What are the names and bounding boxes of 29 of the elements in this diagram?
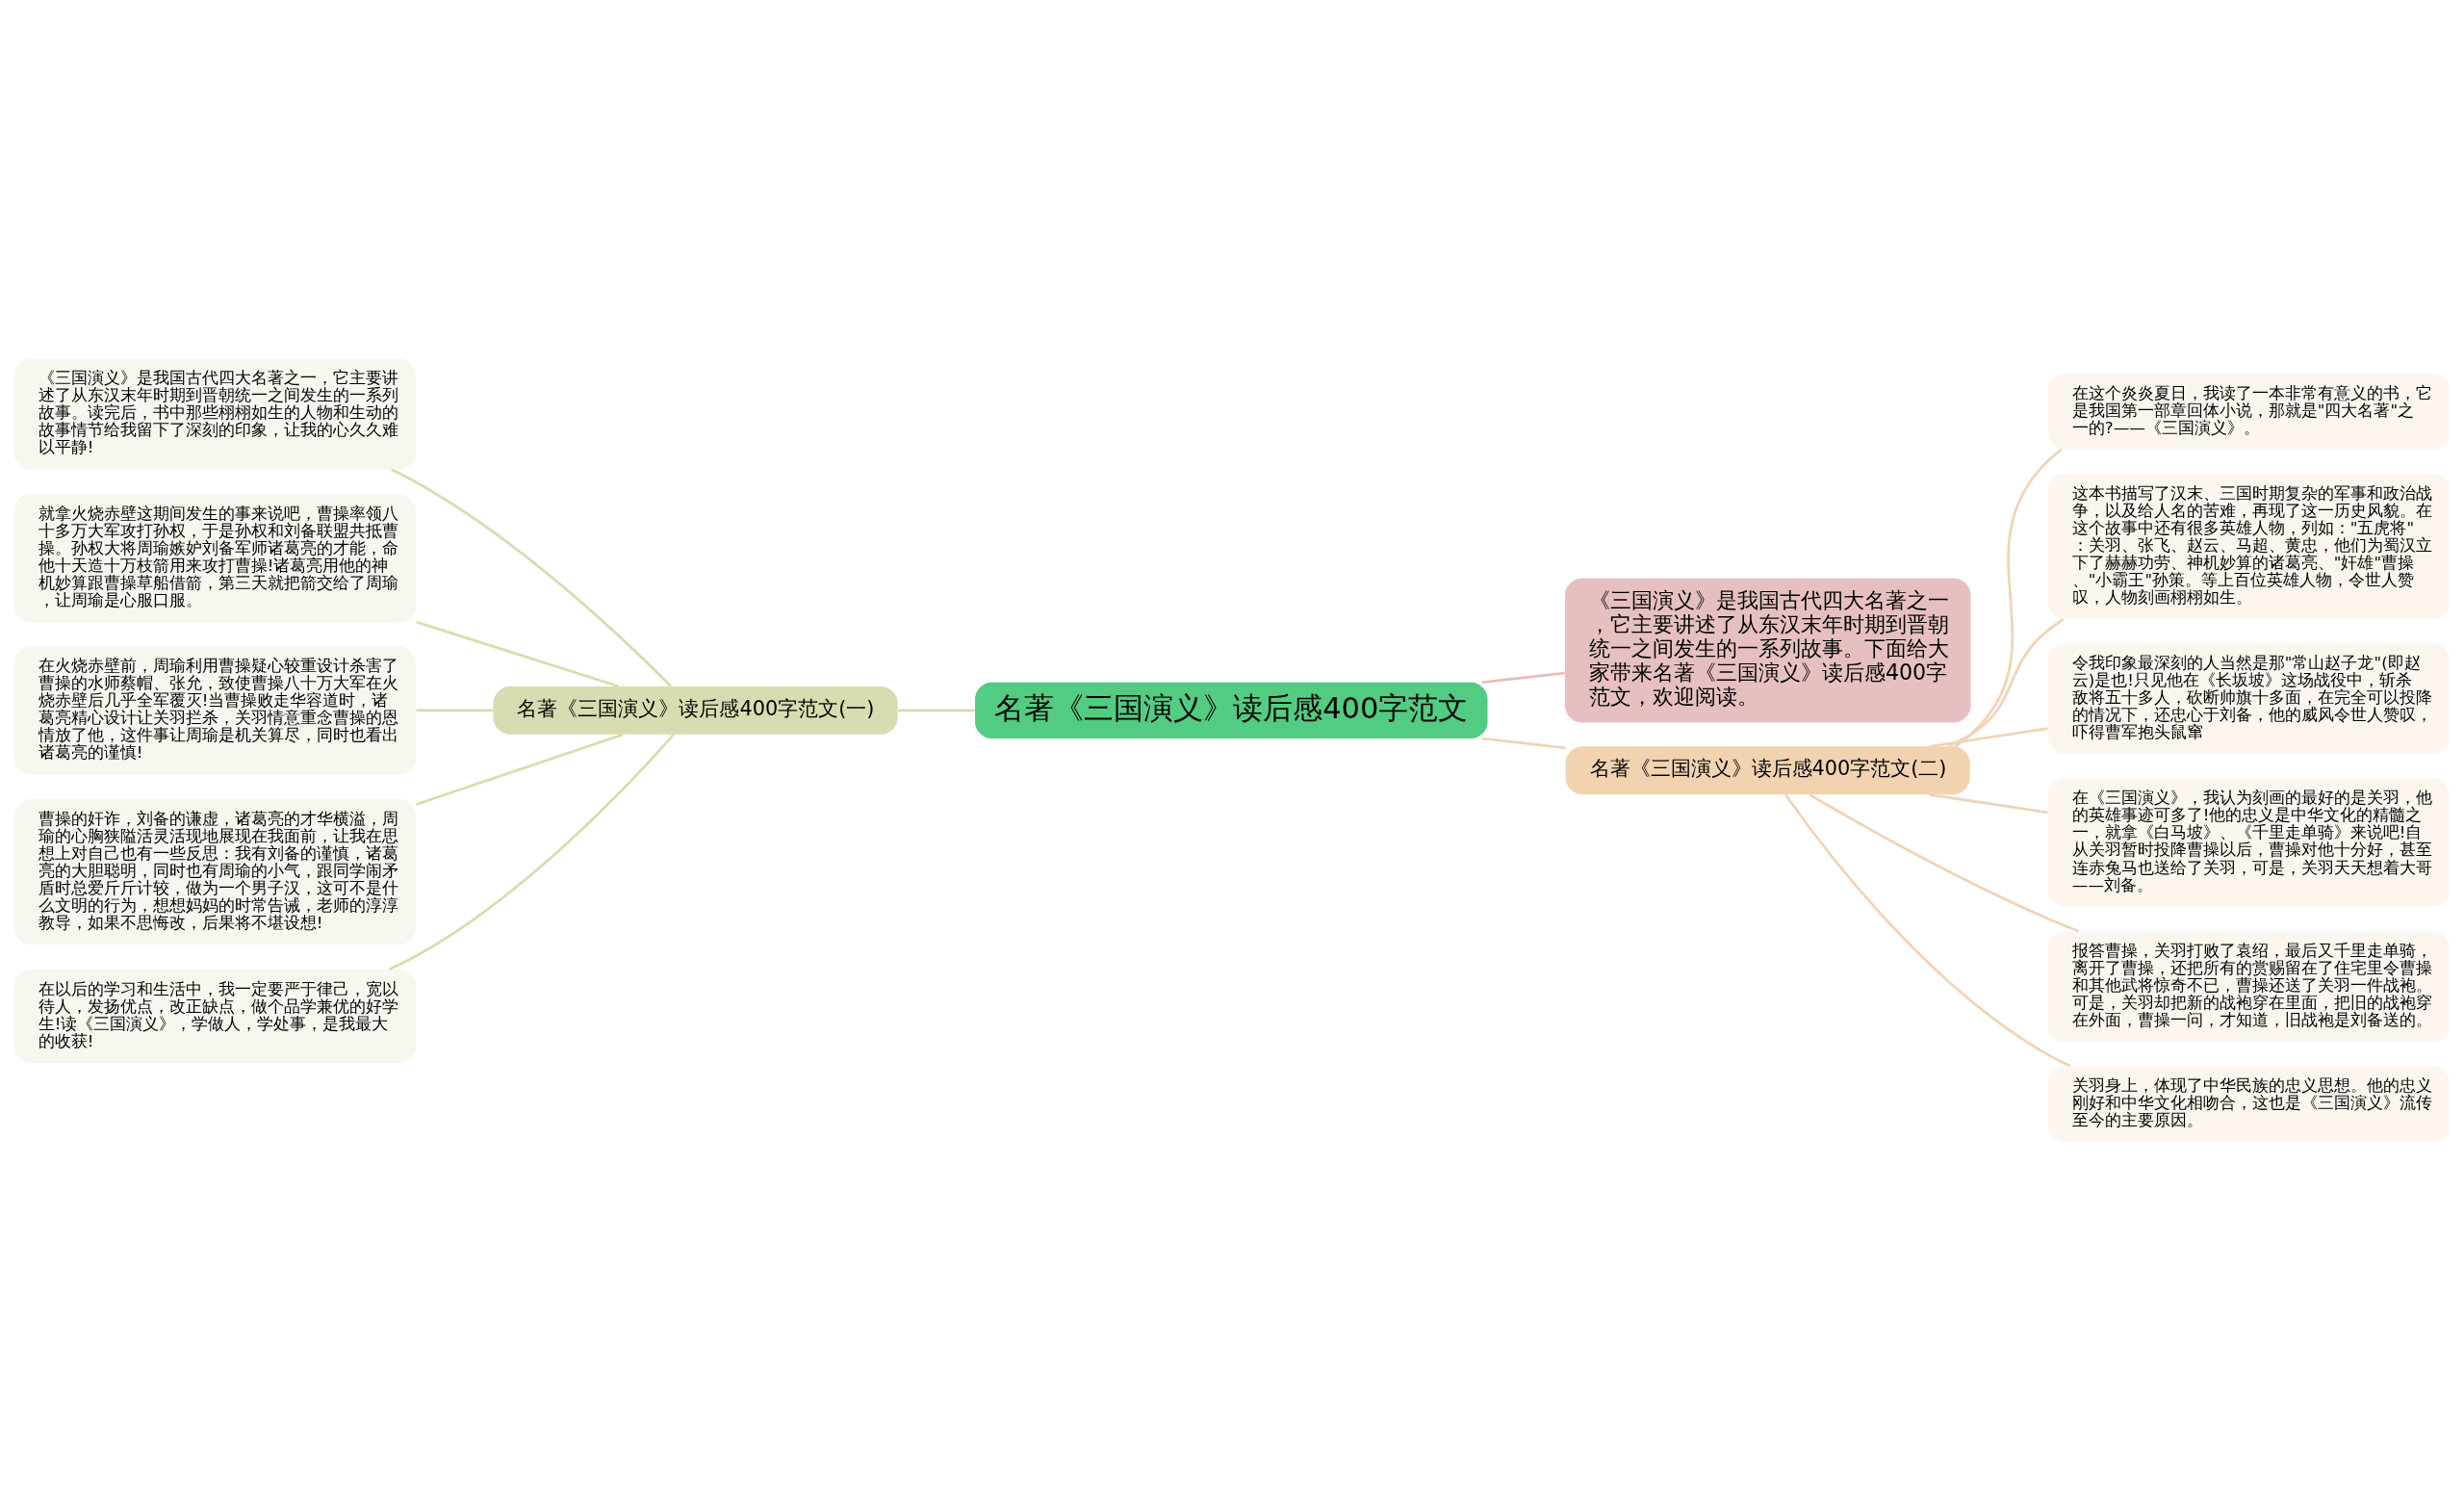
connector xyxy=(388,733,675,971)
node-box: 在火烧赤壁前，周瑜利用曹操疑心较重设计杀害了曹操的水师蔡帽、张允，致使曹操八十万大军在火烧赤壁后几乎全军覆灭!当曹操败走华容道时，诸葛亮精心设计让关羽拦杀，关羽情意重念曹操的恩情放了他，这件事让周瑜是机关算尽，同时也看出诸葛亮的谨慎! xyxy=(13,646,417,775)
node-box: 名著《三国演义》读后感400字范文(一) xyxy=(493,686,898,735)
node-box: 就拿火烧赤壁这期间发生的事来说吧，曹操率领八十多万大军攻打孙权，于是孙权和刘备联盟共抵曹操。孙权大将周瑜嫉妒刘备军师诸葛亮的才能，命他十天造十万枝箭用来攻打曹操!诸葛亮用他的神机妙算跟曹操草船借箭，第三天就把箭交给了周瑜，让周瑜是心服口服。 xyxy=(13,494,417,623)
connector xyxy=(1784,793,2071,1068)
connector xyxy=(1929,727,2048,748)
node-box: 名著《三国演义》读后感400字范文 xyxy=(975,682,1488,738)
node-box: 曹操的奸诈，刘备的谦虚，诸葛亮的才华横溢，周瑜的心胸狭隘活灵活现地展现在我面前，让我在思想上对自己也有一些反思：我有刘备的谨慎，诸葛亮的大胆聪明，同时也有周瑜的小气，跟同学闹矛盾时总爱斤斤计较，做为一个男子汉，这可不是什么文明的行为，想想妈妈的时常告诫，老师的淳淳教导，如果不思悔改，后果将不堪设想! xyxy=(13,799,417,945)
node-box: 令我印象最深刻的人当然是那"常山赵子龙"(即赵云)是也!只见他在《长坂坡》这场战役中，斩杀敌将五十多人，砍断帅旗十多面，在完全可以投降的情况下，还忠心于刘备，他的威风令世人赞叹，吓得曹军抱头鼠窜 xyxy=(2047,642,2451,754)
node-box: 在《三国演义》，我认为刻画的最好的是关羽，他的英雄事迹可多了!他的忠义是中华文化的精髓之一，就拿《白马坡》、《千里走单骑》来说吧!自从关羽暂时投降曹操以后，曹操对他十分好，甚至连赤兔马也送给了关羽，可是，关羽天天想着大哥——刘备。 xyxy=(2047,778,2451,907)
connector xyxy=(898,709,975,712)
connector xyxy=(1929,792,2048,815)
node-box: 《三国演义》是我国古代四大名著之一，它主要讲述了从东汉末年时期到晋朝统一之间发生的一系列故事。读完后，书中那些栩栩如生的人物和生动的故事情节给我留下了深刻的印象，让我的心久久难以平静! xyxy=(13,358,417,470)
connector xyxy=(1954,448,2063,748)
node-box: 报答曹操，关羽打败了袁绍，最后又千里走单骑，离开了曹操，还把所有的赏赐留在了住宅里令曹操和其他武将惊奇不已，曹操还送了关羽一件战袍。可是，关羽却把新的战袍穿在里面，把旧的战袍穿在外面，曹操一问，才知道，旧战袍是刘备送的。 xyxy=(2047,931,2451,1043)
node-box: 这本书描写了汉末、三国时期复杂的军事和政治战争，以及给人名的苦难，再现了这一历史风貌。在这个故事中还有很多英雄人物，列如："五虎将"：关羽、张飞、赵云、马超、黄忠，他们为蜀汉立下了赫赫功劳、神机妙算的诸葛亮、"奸雄"曹操、"小霸王"孙策。等上百位英雄人物，令世人赞叹，人物刻画栩栩如生。 xyxy=(2047,473,2451,619)
node-box: 在以后的学习和生活中，我一定要严于律己，宽以待人，发扬优点，改正缺点，做个品学兼优的好学生!读《三国演义》，学做人，学处事，是我最大的收获! xyxy=(13,969,417,1063)
node-box: 名著《三国演义》读后感400字范文(二) xyxy=(1565,746,1970,795)
connector xyxy=(416,620,619,688)
connector xyxy=(1947,618,2065,748)
connector xyxy=(416,709,494,712)
connector xyxy=(1809,793,2080,933)
node-box: 在这个炎炎夏日，我读了一本非常有意义的书，它是我国第一部章回体小说，那就是"四大名著"之一的?——《三国演义》。 xyxy=(2047,373,2451,450)
node-box: 关羽身上，体现了中华民族的忠义思想。他的忠义刚好和中华文化相吻合，这也是《三国演义》流传至今的主要原因。 xyxy=(2047,1066,2451,1143)
node-box: 《三国演义》是我国古代四大名著之一，它主要讲述了从东汉末年时期到晋朝统一之间发生的一系列故事。下面给大家带来名著《三国演义》读后感400字范文，欢迎阅读。 xyxy=(1564,578,1971,723)
connector xyxy=(1481,671,1565,685)
connector xyxy=(416,733,624,806)
connector xyxy=(1481,737,1566,750)
connector xyxy=(391,468,672,687)
